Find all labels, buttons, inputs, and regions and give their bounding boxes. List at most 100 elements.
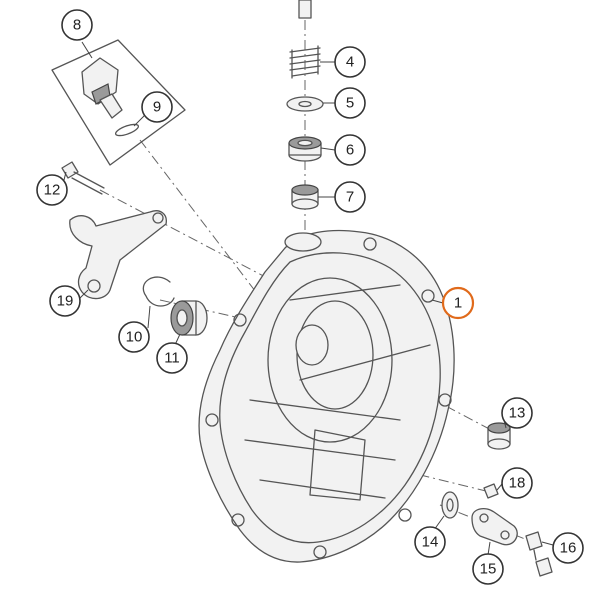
cover-ribs [244,284,431,499]
callout-circle-9 [141,91,173,123]
plug-thread [99,93,123,119]
plug13-top [487,422,511,434]
bearing-part-11 [170,300,208,336]
callout-label-14: 14 [422,534,439,551]
leader-1 [431,299,444,304]
cover-outline [198,229,455,563]
screw-part-16 [525,531,553,577]
screw-part-18 [483,483,499,499]
callout-label-18: 18 [509,475,526,492]
screw16-head-a [525,531,543,551]
bracket-part-19 [69,210,167,300]
leader-8 [81,41,93,59]
callout-5: 5 [334,87,366,119]
callout-circle-4 [334,46,366,78]
cover-bolt-hole-d [398,508,412,522]
callout-circle-8 [61,9,93,41]
washer-hole [298,100,312,108]
callout-label-5: 5 [346,95,354,112]
callout-18: 18 [501,467,533,499]
leader-10 [147,305,151,329]
leader-18 [496,483,503,491]
callout-circle-11 [156,342,188,374]
bracket-body [69,210,167,300]
bolt-part-12 [61,161,105,195]
callout-label-19: 19 [57,293,74,310]
seal14-inner [446,498,454,512]
plate15-hole-a [479,513,489,523]
screw16-head-b [535,557,553,577]
cover-center-ring [296,300,374,410]
cover-inner-rim [219,252,441,544]
callout-label-16: 16 [560,540,577,557]
washer-part-5 [286,96,324,112]
callout-circle-5 [334,87,366,119]
cover-logo-panel [309,429,366,501]
callout-circle-16 [552,532,584,564]
callout-circle-7 [334,181,366,213]
bushing7-bottom [291,198,319,210]
callout-6: 6 [334,134,366,166]
bracket-hole-b [152,212,164,224]
callout-label-6: 6 [346,142,354,159]
callout-circle-15 [472,553,504,585]
callout-10: 10 [118,321,150,353]
plate-part-15 [471,507,518,546]
screw18-head [483,483,499,499]
callout-circle-18 [501,467,533,499]
callout-label-7: 7 [346,189,354,206]
seal-part-14 [441,491,459,519]
callout-11: 11 [156,342,188,374]
cover-bolt-hole-b [421,289,435,303]
plug-part-13 [487,422,511,450]
bolt-head [61,161,79,179]
leader-6 [320,147,336,151]
spring-sides [291,45,319,79]
screw16-shank-a [533,549,537,561]
bolt-shank [71,171,105,195]
seal14-outer [441,491,459,519]
callout-12: 12 [36,174,68,206]
clutch-cover-part-1 [198,229,455,563]
callout-circle-10 [118,321,150,353]
callout-13: 13 [501,397,533,429]
axis-screw-16 [439,504,541,546]
filler-plug-part-8 [51,39,186,166]
bushing7-top [291,184,319,196]
callout-label-1: 1 [454,295,462,312]
bushing-part-7 [291,184,319,210]
callout-9: 9 [141,91,173,123]
plate15-hole-b [500,530,510,540]
cover-center-bowl [267,277,393,443]
callout-circle-6 [334,134,366,166]
spring-part-4 [289,0,321,79]
callout-label-12: 12 [44,182,61,199]
callout-8: 8 [61,9,93,41]
callout-circle-14 [414,526,446,558]
callout-circle-19 [49,285,81,317]
leader-19 [79,289,89,299]
callout-label-10: 10 [126,329,143,346]
circlip-part-10 [142,276,175,307]
callout-label-9: 9 [153,99,161,116]
cover-bolt-hole-g [205,413,219,427]
circlip [142,276,175,307]
callout-label-8: 8 [73,17,81,34]
callout-4: 4 [334,46,366,78]
o-ring [114,123,140,137]
callout-14: 14 [414,526,446,558]
plate15-body [471,507,518,546]
cover-top-boss [284,232,322,252]
leader-9 [133,114,146,127]
bearing-part-6 [288,136,322,162]
bearing6-bore [297,139,313,147]
axis-filler-plug [139,139,263,301]
callout-19: 19 [49,285,81,317]
cover-bolt-hole-c [438,393,452,407]
callout-label-11: 11 [164,350,180,367]
washer-outer [286,96,324,112]
leader-15 [487,541,491,556]
cover-bolt-hole-f [231,513,245,527]
